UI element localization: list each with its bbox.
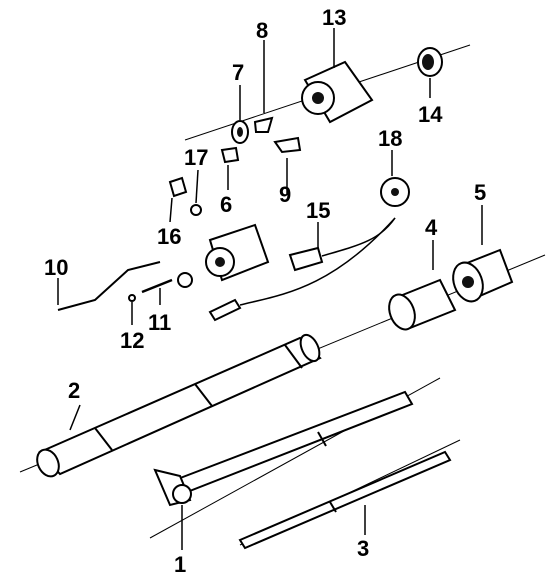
callout-10: 10	[44, 255, 68, 280]
part-12-screw	[128, 294, 136, 302]
part-6-retainer	[220, 146, 240, 164]
part-14-cap	[417, 47, 443, 77]
part-4-sleeve	[388, 278, 457, 331]
callout-9: 9	[279, 182, 291, 207]
leader-lines	[57, 28, 483, 550]
callout-11: 11	[148, 310, 171, 335]
part-9-key	[273, 136, 302, 154]
callout-1: 1	[174, 552, 186, 577]
part-16-lamp	[168, 176, 188, 198]
callout-4: 4	[425, 215, 438, 240]
part-8-clip	[253, 116, 274, 133]
callout-3: 3	[357, 536, 369, 561]
part-17-bushing	[190, 204, 202, 216]
part-2-column-jacket	[36, 333, 322, 478]
callout-labels: 1 2 3 4 5 6 7 8 9 10 11 12 13 14 15 16 1…	[44, 5, 486, 577]
callout-8: 8	[256, 18, 268, 43]
part-7-bearing	[231, 120, 249, 144]
callout-7: 7	[232, 60, 244, 85]
part-13-lock-housing	[301, 60, 374, 124]
callout-15: 15	[306, 198, 330, 223]
callout-6: 6	[220, 192, 232, 217]
part-1-steering-shaft	[153, 390, 414, 507]
part-15-connector	[208, 217, 396, 322]
callout-5: 5	[474, 180, 486, 205]
callout-18: 18	[378, 126, 402, 151]
part-11-pin	[141, 278, 173, 294]
part-switch-housing	[177, 223, 270, 288]
callout-2: 2	[68, 378, 80, 403]
callout-17: 17	[184, 145, 208, 170]
part-10-rod	[57, 261, 161, 311]
part-5-housing	[452, 248, 514, 303]
callout-13: 13	[322, 5, 346, 30]
callout-12: 12	[120, 328, 144, 353]
callout-14: 14	[418, 102, 443, 127]
part-18-switch-assembly	[380, 177, 410, 207]
part-3-intermediate-shaft	[238, 450, 452, 550]
callout-16: 16	[157, 224, 181, 249]
